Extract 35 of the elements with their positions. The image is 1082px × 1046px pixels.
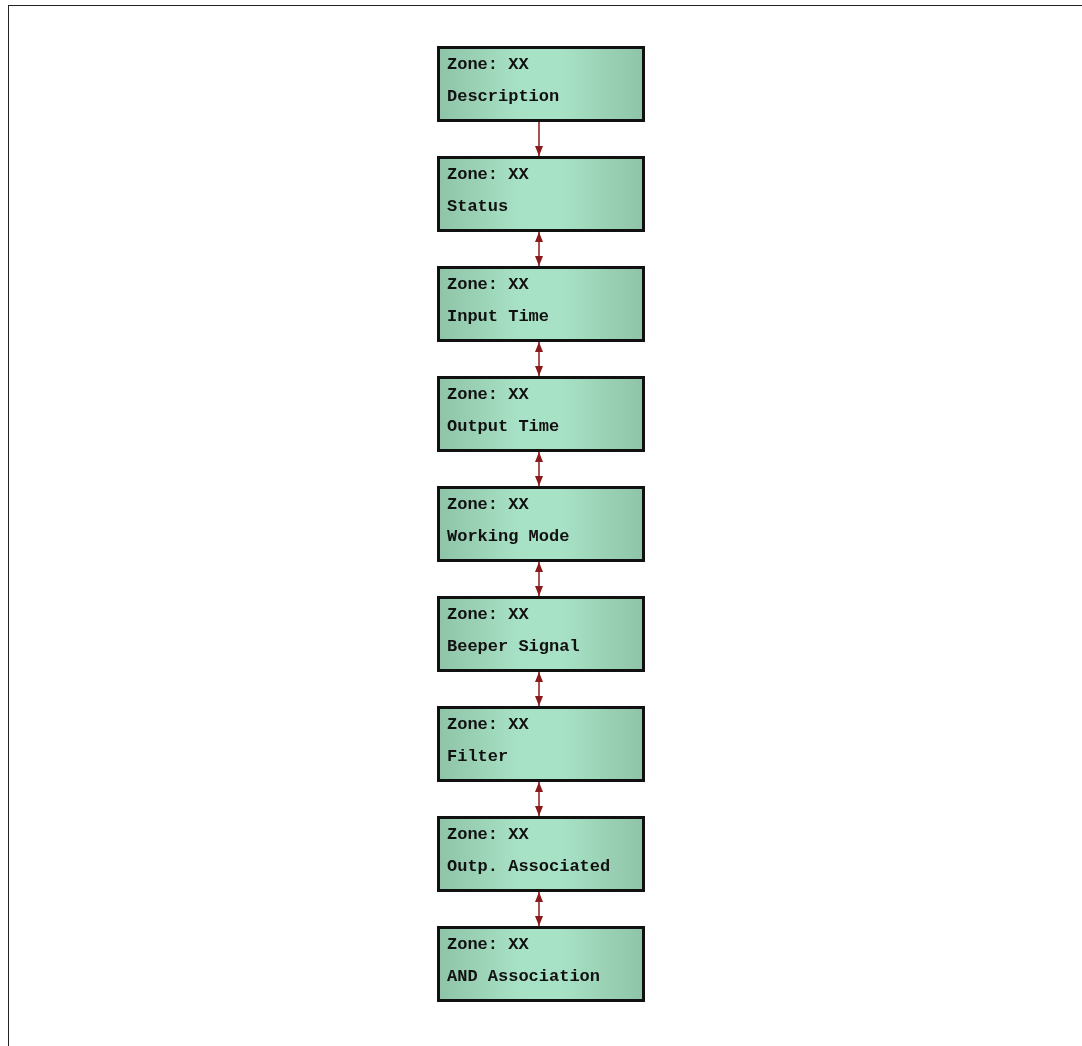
menu-item-label: Status — [447, 197, 510, 217]
display-box — [437, 266, 645, 342]
arrow — [535, 121, 543, 157]
zone-label: Zone: XX — [447, 935, 530, 955]
display-box — [437, 156, 645, 232]
arrow — [535, 781, 543, 817]
zone-label: Zone: XX — [447, 165, 530, 185]
zone-label: Zone: XX — [447, 715, 530, 735]
menu-item-label: Outp. Associated — [447, 857, 612, 877]
arrow — [535, 671, 543, 707]
display-box — [437, 596, 645, 672]
menu-item-label: Output Time — [447, 417, 561, 437]
display-box — [437, 706, 645, 782]
display-box — [437, 376, 645, 452]
menu-item-label: Beeper Signal — [447, 637, 581, 657]
arrow — [535, 231, 543, 267]
arrow — [535, 561, 543, 597]
zone-label: Zone: XX — [447, 385, 530, 405]
menu-item-label: AND Association — [447, 967, 602, 987]
arrow — [535, 891, 543, 927]
menu-item-label: Input Time — [447, 307, 551, 327]
arrow — [535, 341, 543, 377]
zone-label: Zone: XX — [447, 495, 530, 515]
menu-item-label: Filter — [447, 747, 510, 767]
display-box — [437, 46, 645, 122]
menu-item-label: Description — [447, 87, 561, 107]
display-box — [437, 816, 645, 892]
arrow — [535, 451, 543, 487]
zone-label: Zone: XX — [447, 605, 530, 625]
display-box — [437, 486, 645, 562]
zone-label: Zone: XX — [447, 55, 530, 75]
zone-label: Zone: XX — [447, 825, 530, 845]
menu-item-label: Working Mode — [447, 527, 571, 547]
zone-label: Zone: XX — [447, 275, 530, 295]
display-box — [437, 926, 645, 1002]
